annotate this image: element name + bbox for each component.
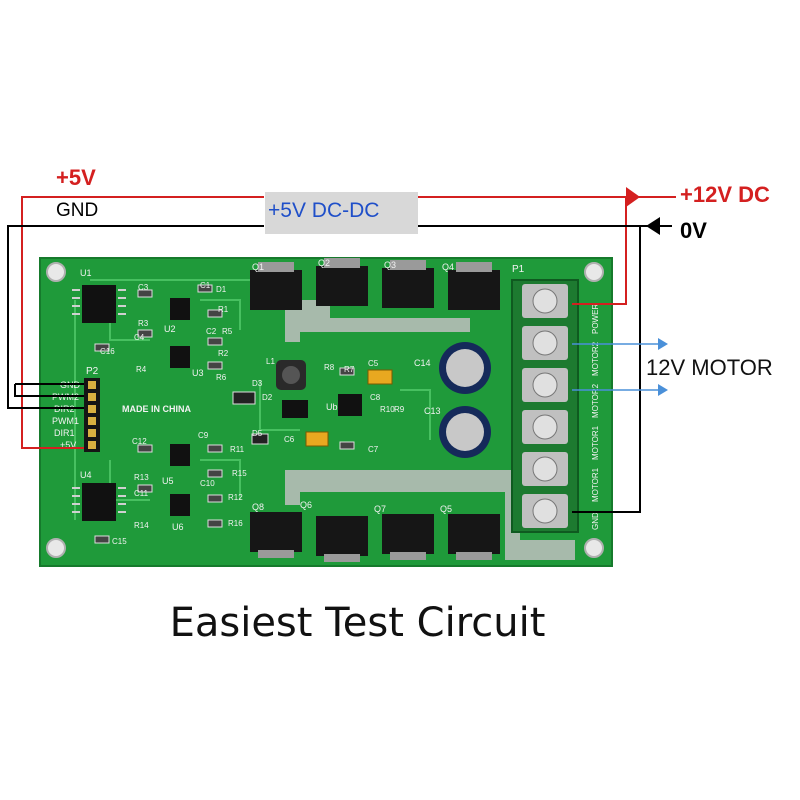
res-label-r5: R5 — [222, 327, 233, 336]
diode-label-d2: D2 — [262, 393, 273, 402]
motor-label: 12V MOTOR — [646, 355, 773, 380]
mosfets-bottom — [250, 512, 500, 562]
res-label-r2: R2 — [218, 349, 229, 358]
cap-label-c3: C3 — [138, 283, 149, 292]
terminal-label-motor2b: MOTOR2 — [591, 341, 600, 376]
terminal-label-motor1b: MOTOR1 — [591, 425, 600, 460]
header-p2 — [84, 378, 100, 452]
res-label-r11: R11 — [230, 445, 245, 454]
res-label-r9: R9 — [394, 405, 405, 414]
tantalum-caps — [305, 369, 393, 447]
wire-pwm2-black — [14, 384, 84, 397]
res-label-r16: R16 — [228, 519, 243, 528]
res-label-r15: R15 — [232, 469, 247, 478]
mosfet-label-q8: Q8 — [252, 502, 264, 512]
mosfet-label-q7: Q7 — [374, 504, 386, 514]
cap-label-c1: C1 — [200, 281, 211, 290]
mosfet-label-q1: Q1 — [252, 262, 264, 272]
terminal-label-motor2a: MOTOR2 — [591, 383, 600, 418]
mosfet-label-q4: Q4 — [442, 262, 454, 272]
cap-label-c12: C12 — [132, 437, 147, 446]
cap-label-c7: C7 — [368, 445, 379, 454]
electrolytic-caps — [439, 342, 491, 458]
cap-label-c11: C11 — [134, 489, 149, 498]
mosfet-label-q3: Q3 — [384, 260, 396, 270]
cap-label-c6: C6 — [284, 435, 295, 444]
wire-5v-red — [21, 196, 264, 449]
terminal-label-gnd: GND — [591, 512, 600, 530]
made-in-label: MADE IN CHINA — [122, 404, 191, 414]
res-label-r3: R3 — [138, 319, 149, 328]
chip-label-u6: U6 — [172, 522, 184, 532]
cap-label-c13: C13 — [424, 406, 441, 416]
cap-label-c9: C9 — [198, 431, 209, 440]
arrow-0v-head — [646, 217, 660, 235]
terminal-label-power: POWER — [591, 304, 600, 334]
cap-label-c15: C15 — [112, 537, 127, 546]
header-pin-pwm1: PWM1 — [52, 416, 79, 426]
wire-gnd-black — [7, 225, 264, 409]
smd-components — [94, 284, 355, 544]
wire-0v-to-gnd — [572, 226, 641, 513]
res-label-r1: R1 — [218, 305, 229, 314]
cap-label-c10: C10 — [200, 479, 215, 488]
terminal-labels: GND MOTOR1 MOTOR1 MOTOR2 MOTOR2 POWER — [591, 304, 600, 530]
chips — [82, 285, 362, 521]
res-label-r12: R12 — [228, 493, 243, 502]
diode-d3 — [282, 400, 308, 418]
cap-label-c8: C8 — [370, 393, 381, 402]
wire-12v-to-power — [572, 197, 627, 305]
header-pins — [88, 381, 96, 449]
chip-label-u3: U3 — [192, 368, 204, 378]
chip-label-u2: U2 — [164, 324, 176, 334]
res-label-r10: R10 — [380, 405, 395, 414]
res-label-r13: R13 — [134, 473, 149, 482]
header-pin-5v: +5V — [60, 440, 76, 450]
inductor-label: L1 — [266, 357, 275, 366]
mosfets-top — [250, 258, 500, 310]
mosfet-label-q2: Q2 — [318, 258, 330, 268]
res-label-r14: R14 — [134, 521, 149, 530]
motor-arrow-1-head — [658, 338, 668, 350]
cap-label-c5: C5 — [368, 359, 379, 368]
dcdc-label: +5V DC-DC — [268, 199, 380, 222]
chip-label-u4: U4 — [80, 470, 92, 480]
motor-arrow-2-head — [658, 384, 668, 396]
arrow-12v-head — [626, 187, 640, 207]
cap-label-c14: C14 — [414, 358, 431, 368]
res-label-r4: R4 — [136, 365, 147, 374]
res-label-r7: R7 — [344, 365, 355, 374]
diode-label-d3: D3 — [252, 379, 263, 388]
chip-pins — [72, 289, 126, 513]
res-label-r6: R6 — [216, 373, 227, 382]
terminal-label-motor1a: MOTOR1 — [591, 467, 600, 502]
chip-label-ub: Ub — [326, 402, 338, 412]
plus12v-dc-label: +12V DC — [680, 182, 770, 207]
plus5v-label: +5V — [56, 165, 96, 190]
cap-label-c2: C2 — [206, 327, 217, 336]
chip-label-u1: U1 — [80, 268, 92, 278]
inductor-core — [282, 366, 300, 384]
header-pin-dir1: DIR1 — [54, 428, 75, 438]
gnd-label: GND — [56, 200, 99, 221]
mosfet-label-q5: Q5 — [440, 504, 452, 514]
diode-label-d5: D5 — [252, 429, 263, 438]
mounting-holes — [46, 262, 604, 558]
header-name: P2 — [86, 366, 99, 377]
terminal-screws — [522, 284, 568, 528]
res-label-r8: R8 — [324, 363, 335, 372]
terminal-block — [511, 279, 579, 533]
mosfet-label-q6: Q6 — [300, 500, 312, 510]
caption: Easiest Test Circuit — [169, 600, 546, 646]
dcdc-module-box — [265, 192, 418, 234]
cap-label-c4: C4 — [134, 333, 145, 342]
zero-volt-label: 0V — [680, 218, 707, 243]
cap-label-c16: C16 — [100, 347, 115, 356]
terminal-name: P1 — [512, 264, 525, 275]
diode-label-d1: D1 — [216, 285, 227, 294]
chip-label-u5: U5 — [162, 476, 174, 486]
